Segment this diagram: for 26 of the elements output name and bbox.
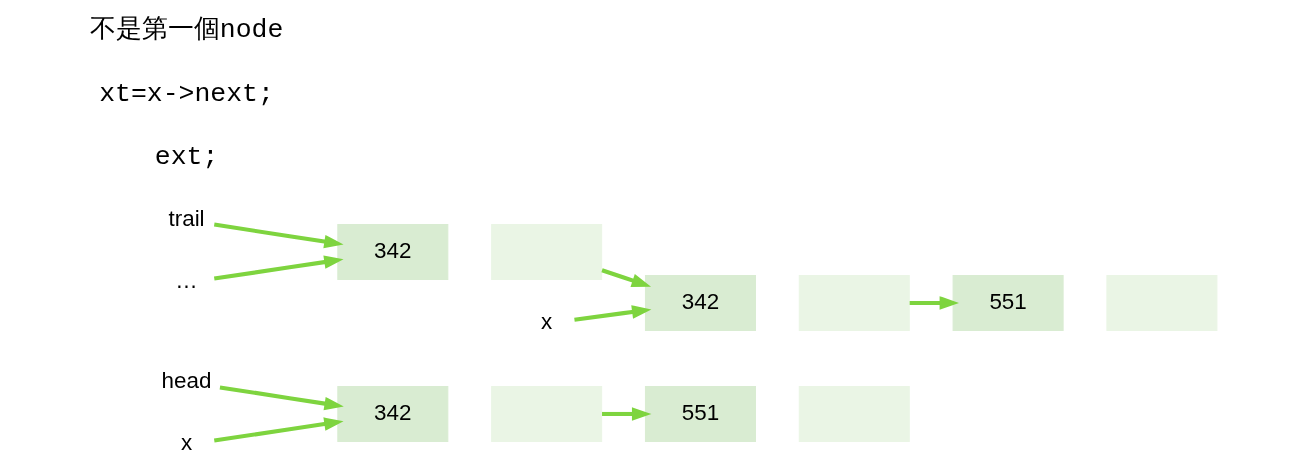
arrow (909, 296, 959, 310)
arrow (573, 305, 651, 322)
node-text: head (161, 368, 211, 394)
arrow (213, 222, 344, 249)
node-text: x (540, 309, 552, 335)
node-box: 342 (336, 224, 448, 281)
node-text: … (174, 268, 198, 294)
arrow (601, 407, 651, 421)
node-text: x (180, 430, 192, 456)
node-box (490, 224, 602, 281)
node-box (798, 385, 910, 442)
node-box: 342 (644, 274, 756, 331)
node-box: 551 (644, 385, 756, 442)
node-box (490, 385, 602, 442)
node-box (1105, 274, 1217, 331)
arrow (600, 268, 651, 287)
label: ext; (154, 141, 218, 172)
arrow (219, 385, 344, 411)
label: xt=x->next; (98, 78, 274, 109)
node-box: 342 (336, 385, 448, 442)
node-box (798, 274, 910, 331)
arrow (213, 417, 344, 443)
node-box: 551 (952, 274, 1064, 331)
label: 不是第一個node (89, 15, 283, 46)
arrow (213, 255, 344, 281)
node-text: trail (167, 206, 205, 232)
